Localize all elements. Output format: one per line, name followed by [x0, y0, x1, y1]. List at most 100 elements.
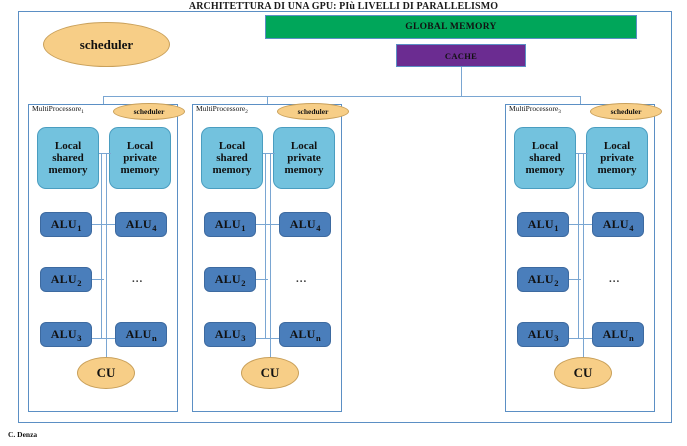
- mp3-alu-n-name: ALU: [602, 327, 629, 341]
- mp3-wire-alu2: [569, 279, 581, 280]
- mp1-local-shared-memory[interactable]: Local shared memory: [37, 127, 99, 189]
- mp1-bus-b: [106, 153, 107, 338]
- mp1-alu-3-index: 3: [77, 332, 82, 343]
- mp2-alu-1-index: 1: [241, 222, 246, 233]
- mp1-alu-n-name: ALU: [125, 327, 152, 341]
- mp2-wire-alu2: [256, 279, 268, 280]
- mp1-alu-2-name: ALU: [50, 272, 77, 286]
- mp1-index: 1: [81, 109, 84, 115]
- mp3-alu-1-index: 1: [554, 222, 559, 233]
- mp1-alu-n-index: n: [152, 332, 157, 343]
- mp2-alu-ellipsis: ...: [296, 273, 308, 285]
- multiprocessor-3-label: MultiProcessore3: [509, 104, 561, 115]
- mp2-bus-a: [265, 153, 266, 338]
- mp1-wire-alu2: [92, 279, 104, 280]
- mp3-alu-1-name: ALU: [527, 217, 554, 231]
- mp2-local-shared-memory[interactable]: Local shared memory: [201, 127, 263, 189]
- mp3-alu-ellipsis: ...: [609, 273, 621, 285]
- mp3-name: MultiProcessore: [509, 104, 559, 113]
- mp1-alu-1-name: ALU: [50, 217, 77, 231]
- mp3-alu-4-name: ALU: [602, 217, 629, 231]
- multiprocessor-1-label: MultiProcessore1: [32, 104, 84, 115]
- mp1-scheduler[interactable]: scheduler: [113, 103, 185, 120]
- mp3-wire-alu1: [569, 224, 592, 225]
- wire-cache-to-bus: [461, 67, 462, 96]
- mp2-wire-alu1: [256, 224, 279, 225]
- mp2-wire-bus-to-cu: [270, 338, 271, 357]
- mp2-bus-b: [270, 153, 271, 338]
- mp2-wire-alu3: [256, 338, 279, 339]
- author-caption: C. Denza: [8, 430, 38, 439]
- mp2-alu-4-index: 4: [316, 222, 321, 233]
- mp1-control-unit[interactable]: CU: [77, 357, 135, 389]
- mp3-bus-a: [578, 153, 579, 338]
- mp3-wire-alu3: [569, 338, 592, 339]
- wire-bus-to-mp3: [580, 96, 581, 105]
- mp3-wire-bus-to-cu: [583, 338, 584, 357]
- mp3-alu-3-index: 3: [554, 332, 559, 343]
- mp2-scheduler[interactable]: scheduler: [277, 103, 349, 120]
- wire-main-bus: [103, 96, 580, 97]
- mp3-alu-2-name: ALU: [527, 272, 554, 286]
- mp2-control-unit[interactable]: CU: [241, 357, 299, 389]
- mp1-alu-1-index: 1: [77, 222, 82, 233]
- mp1-wire-bus-to-cu: [106, 338, 107, 357]
- mp3-alu-n-index: n: [629, 332, 634, 343]
- mp2-alu-4-name: ALU: [289, 217, 316, 231]
- mp2-local-private-memory[interactable]: Local private memory: [273, 127, 335, 189]
- mp3-alu-4-index: 4: [629, 222, 634, 233]
- cache-block[interactable]: CACHE: [396, 44, 526, 67]
- multiprocessor-2[interactable]: MultiProcessore2 scheduler Local shared …: [192, 103, 349, 412]
- mp3-index: 3: [558, 109, 561, 115]
- mp3-bus-b: [583, 153, 584, 338]
- mp3-alu-2-index: 2: [554, 277, 559, 288]
- mp2-name: MultiProcessore: [196, 104, 246, 113]
- mp1-alu-2-index: 2: [77, 277, 82, 288]
- mp2-alu-2-name: ALU: [214, 272, 241, 286]
- gpu-outer-frame: [18, 11, 672, 423]
- wire-bus-to-mp1: [103, 96, 104, 105]
- global-memory-block[interactable]: GLOBAL MEMORY: [265, 15, 637, 39]
- mp2-index: 2: [245, 109, 248, 115]
- mp3-control-unit[interactable]: CU: [554, 357, 612, 389]
- multiprocessor-1[interactable]: MultiProcessore1 scheduler Local shared …: [28, 103, 185, 412]
- mp1-wire-alu1: [92, 224, 115, 225]
- mp2-alu-n-name: ALU: [289, 327, 316, 341]
- mp1-name: MultiProcessore: [32, 104, 82, 113]
- mp1-alu-ellipsis: ...: [132, 273, 144, 285]
- mp1-wire-shared-to-bus: [99, 153, 111, 154]
- mp3-alu-3-name: ALU: [527, 327, 554, 341]
- wire-bus-to-mp2: [267, 96, 268, 105]
- mp2-alu-2-index: 2: [241, 277, 246, 288]
- mp1-alu-3-name: ALU: [50, 327, 77, 341]
- mp1-alu-4-index: 4: [152, 222, 157, 233]
- mp1-wire-alu3: [92, 338, 115, 339]
- mp3-local-shared-memory[interactable]: Local shared memory: [514, 127, 576, 189]
- mp2-wire-shared-to-bus: [263, 153, 275, 154]
- global-scheduler[interactable]: scheduler: [43, 22, 170, 67]
- mp3-local-private-memory[interactable]: Local private memory: [586, 127, 648, 189]
- mp2-alu-3-name: ALU: [214, 327, 241, 341]
- mp1-bus-a: [101, 153, 102, 338]
- mp3-scheduler[interactable]: scheduler: [590, 103, 662, 120]
- multiprocessor-3[interactable]: MultiProcessore3 scheduler Local shared …: [505, 103, 662, 412]
- mp3-wire-shared-to-bus: [576, 153, 588, 154]
- multiprocessor-2-label: MultiProcessore2: [196, 104, 248, 115]
- mp1-local-private-memory[interactable]: Local private memory: [109, 127, 171, 189]
